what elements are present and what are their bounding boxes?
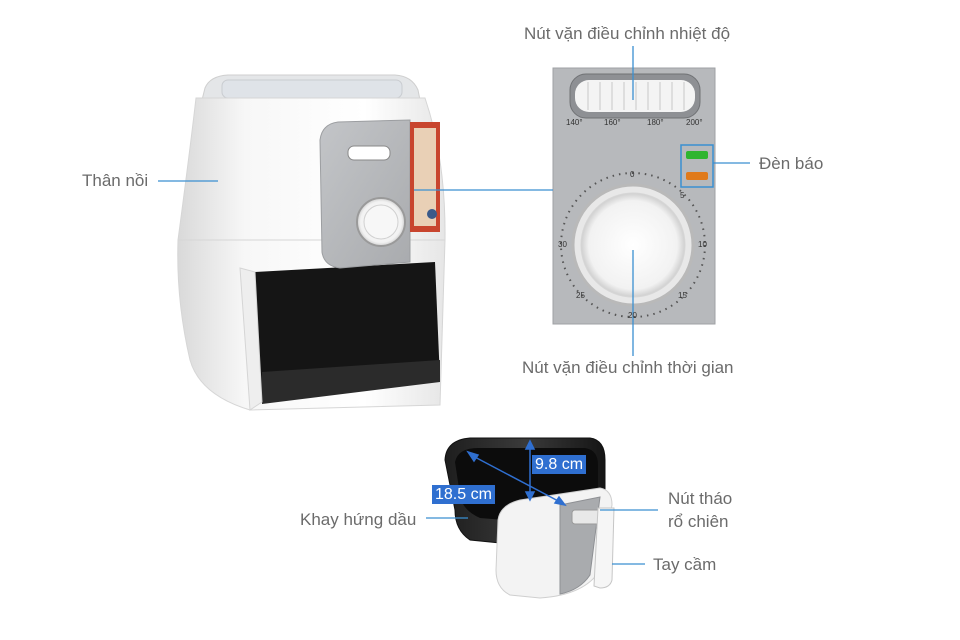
label-release-button-line1: Nút tháo xyxy=(668,489,733,508)
timer-num-25: 25 xyxy=(576,291,585,300)
dimension-diameter: 18.5 cm xyxy=(432,485,495,504)
dimension-depth: 9.8 cm xyxy=(532,455,587,474)
leader-lines xyxy=(158,46,750,565)
air-fryer-body xyxy=(177,74,446,411)
indicator-orange-icon xyxy=(686,172,708,180)
timer-num-20: 20 xyxy=(628,311,637,320)
control-panel-closeup xyxy=(552,67,716,325)
timer-num-10: 10 xyxy=(698,240,707,249)
label-release-button-line2: rổ chiên xyxy=(668,512,729,531)
timer-num-0: 0 xyxy=(630,170,635,179)
temp-tick-160: 160° xyxy=(604,118,621,127)
timer-num-30: 30 xyxy=(558,240,567,249)
label-handle: Tay cầm xyxy=(653,555,717,574)
temperature-wheel xyxy=(587,82,685,110)
label-timer-knob: Nút vặn điều chỉnh thời gian xyxy=(522,358,734,377)
temp-tick-140: 140° xyxy=(566,118,583,127)
indicator-green-icon xyxy=(686,151,708,159)
label-temperature-knob: Nút vặn điều chỉnh nhiệt độ xyxy=(524,24,731,43)
label-body: Thân nồi xyxy=(82,171,149,190)
temp-tick-200: 200° xyxy=(686,118,703,127)
timer-num-15: 15 xyxy=(678,291,687,300)
label-drip-tray: Khay hứng dầu xyxy=(300,510,417,529)
label-indicator-light: Đèn báo xyxy=(759,154,824,173)
timer-num-5: 5 xyxy=(680,191,685,200)
temp-tick-180: 180° xyxy=(647,118,664,127)
dimension-arrows xyxy=(466,439,567,507)
